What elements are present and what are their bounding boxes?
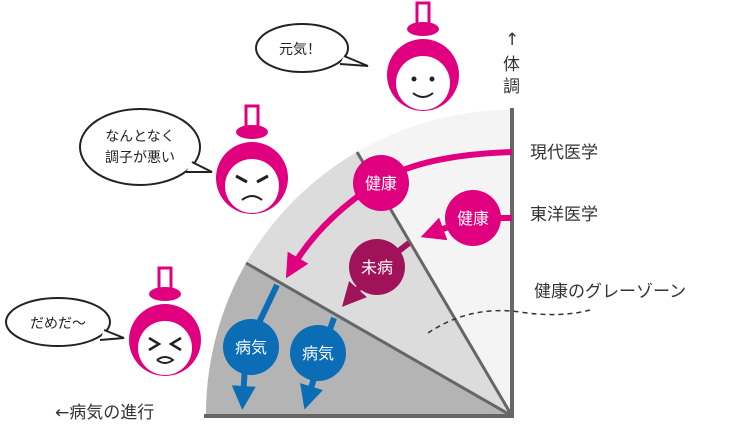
- bubble-text: だめだ〜: [30, 316, 86, 332]
- bubble-text: 元気！: [279, 42, 321, 58]
- node-mibyo: 未病: [349, 239, 405, 295]
- label-disease-progress: ←病気の進行: [55, 403, 154, 423]
- bubble-text: なんとなく: [105, 129, 175, 145]
- label-gray-zone: 健康のグレーゾーン: [534, 282, 686, 302]
- label-condition-2: 調: [503, 77, 520, 97]
- face-unwell-icon: [216, 104, 288, 214]
- node-label: 健康: [365, 174, 397, 193]
- face-sick-icon: [129, 266, 201, 376]
- node-health-modern: 健康: [353, 155, 409, 211]
- bubble-text: 調子が悪い: [105, 150, 175, 166]
- label-condition-1: 体: [503, 55, 520, 75]
- gray-zone-pointer: [427, 309, 591, 334]
- speech-bubble-unwell: なんとなく 調子が悪い: [79, 108, 213, 186]
- node-label: 病気: [235, 338, 267, 357]
- speech-bubble-dame: だめだ〜: [5, 297, 125, 347]
- node-label: 未病: [361, 258, 393, 277]
- node-label: 病気: [302, 344, 334, 363]
- node-health-eastern: 健康: [445, 190, 501, 246]
- up-arrow-icon: ↑: [505, 30, 519, 50]
- node-sick-1: 病気: [223, 319, 279, 375]
- label-eastern-medicine: 東洋医学: [530, 205, 598, 225]
- node-sick-2: 病気: [290, 325, 346, 381]
- sick-sector: [205, 263, 512, 416]
- face-happy-icon: [387, 1, 459, 111]
- divider-line: [245, 261, 513, 418]
- node-label: 健康: [457, 209, 489, 228]
- speech-bubble-genki: 元気！: [255, 23, 369, 73]
- label-modern-medicine: 現代医学: [530, 143, 598, 163]
